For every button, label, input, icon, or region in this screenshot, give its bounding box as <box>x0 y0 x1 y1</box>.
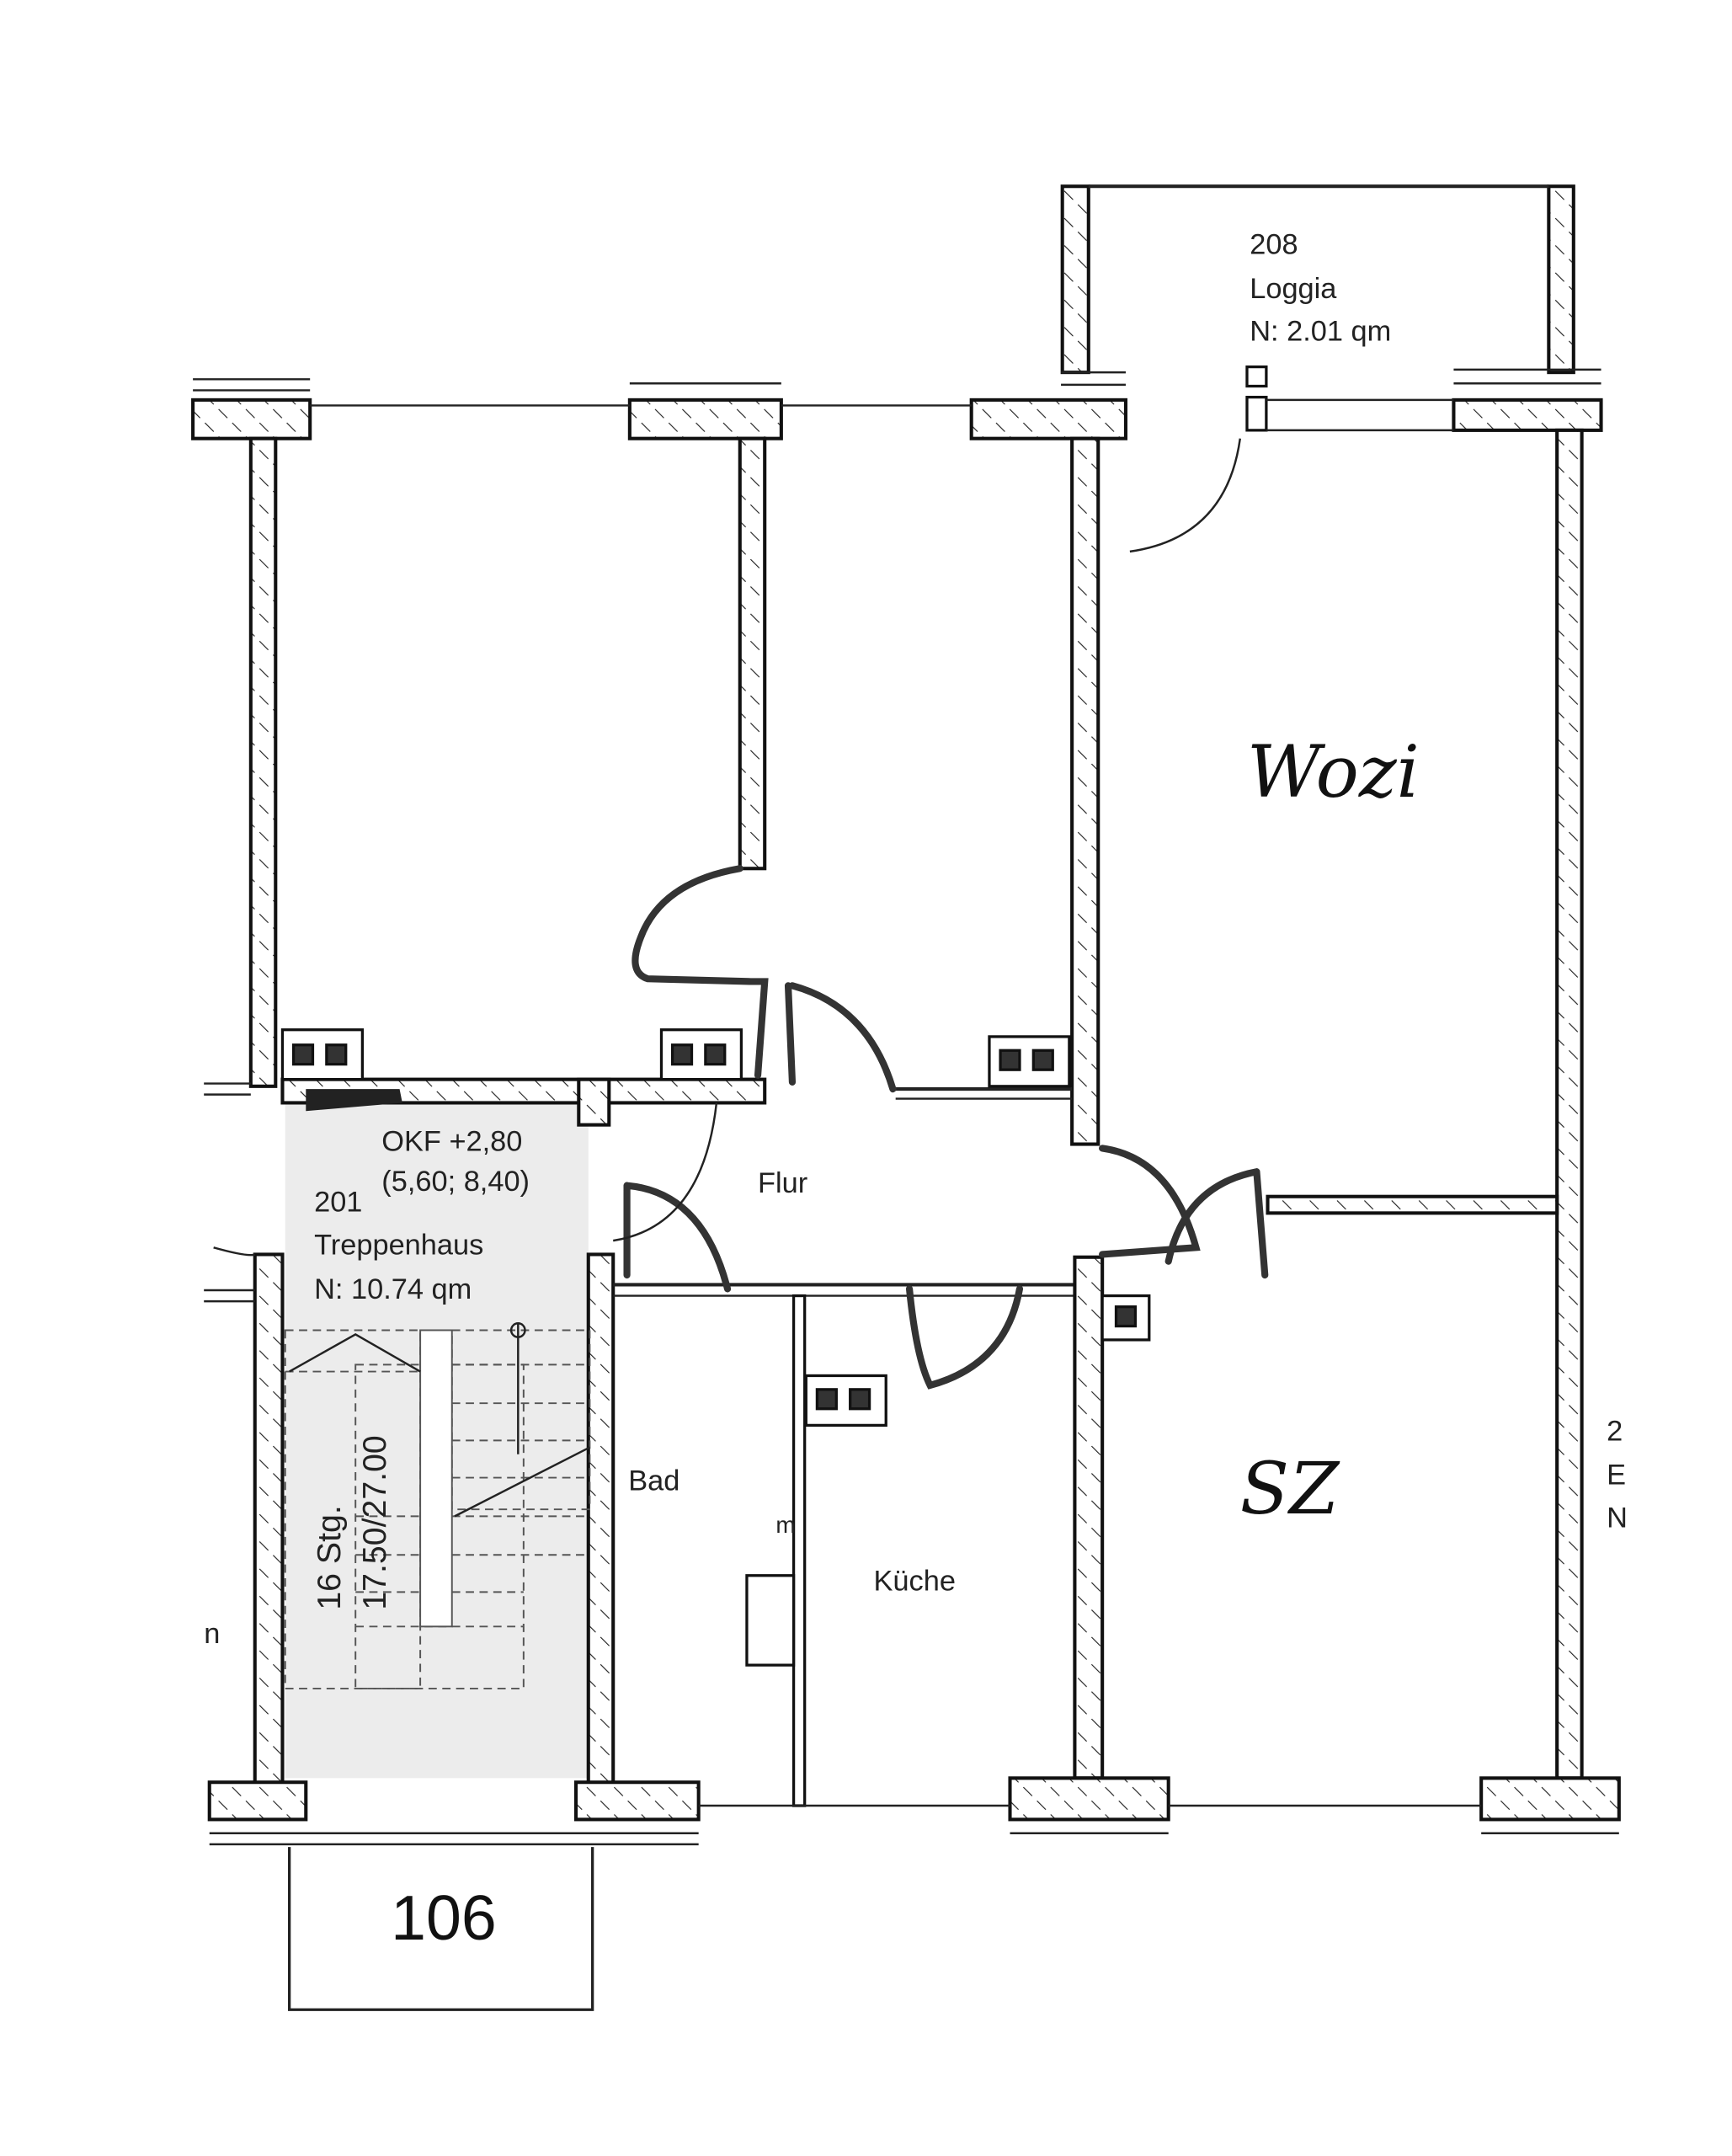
wozi-handwritten: Wozi <box>1247 731 1420 814</box>
stair-steps <box>284 1322 591 1689</box>
unit-number-box: 106 <box>288 1847 594 2011</box>
room-labels: 208 Loggia N: 2.01 qm OKF +2,80 (5,60; 8… <box>204 228 1628 1650</box>
stair-steps-count: 16 Stg. <box>311 1505 348 1609</box>
walls <box>191 184 1621 1846</box>
kueche-mark: m <box>775 1512 795 1538</box>
loggia-area: N: 2.01 qm <box>1250 316 1391 348</box>
kueche-label: Küche <box>874 1566 956 1598</box>
door-swings <box>213 438 1269 1390</box>
right-cut-2: E <box>1607 1460 1626 1492</box>
right-cut-1: 2 <box>1607 1415 1623 1447</box>
right-cut-3: N <box>1607 1502 1628 1534</box>
treppenhaus-number: 201 <box>314 1187 362 1219</box>
loggia-name: Loggia <box>1250 273 1337 305</box>
flur-label: Flur <box>758 1167 807 1199</box>
loggia-number: 208 <box>1250 228 1298 260</box>
okf-coords: (5,60; 8,40) <box>381 1166 530 1198</box>
okf-level: OKF +2,80 <box>381 1126 522 1158</box>
unit-number: 106 <box>391 1882 497 1953</box>
treppenhaus-area: N: 10.74 qm <box>314 1273 472 1305</box>
bad-label: Bad <box>628 1465 679 1497</box>
stair-ratio: 17.50/27.00 <box>356 1435 393 1609</box>
treppenhaus-name: Treppenhaus <box>314 1229 483 1261</box>
chimney-flues <box>280 1028 1151 1428</box>
sz-handwritten: SZ <box>1240 1448 1340 1531</box>
left-cut-1: n <box>204 1618 220 1650</box>
